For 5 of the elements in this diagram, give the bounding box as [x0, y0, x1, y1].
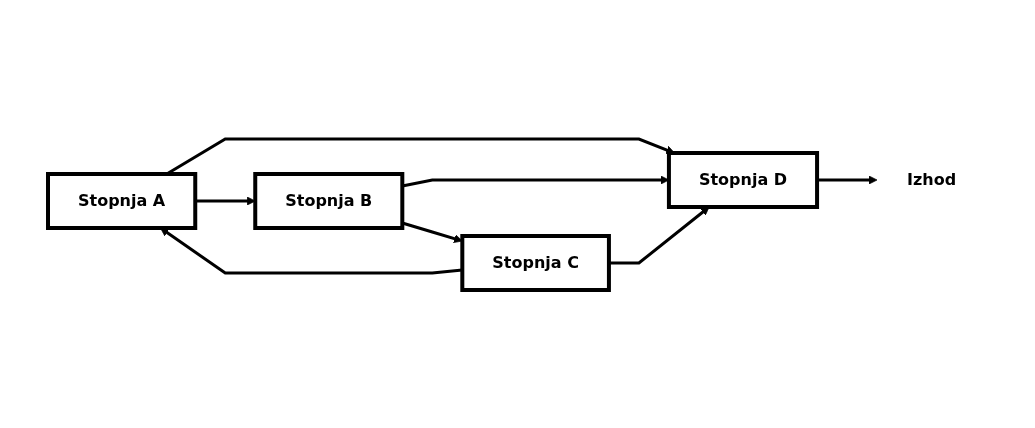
node-box: Stopnja D	[667, 150, 820, 209]
node-box: Stopnja B	[253, 171, 405, 230]
node-box: Stopnja A	[46, 171, 198, 230]
node-text: Izhod	[907, 169, 957, 189]
node-box: Stopnja C	[460, 233, 612, 292]
